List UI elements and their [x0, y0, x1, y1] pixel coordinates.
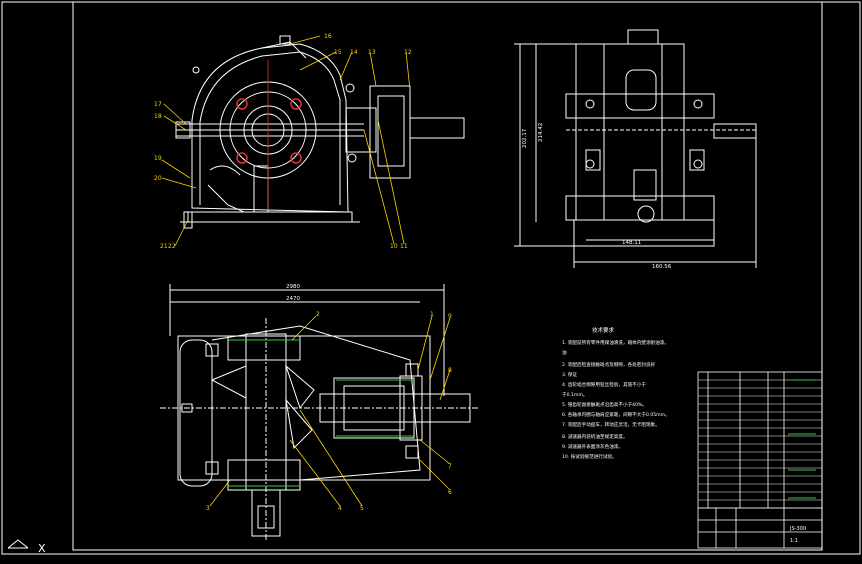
notes-line-3: 2. 装配后检查接触斑点及侧隙，各处密封良好	[562, 361, 656, 368]
front-view	[175, 35, 465, 229]
ucs-x-label: X	[38, 542, 46, 555]
technical-notes: 技术要求 1. 装配前所有零件用煤油清洗，箱体内壁涂耐油漆。 油 2. 装配后检…	[562, 326, 670, 460]
callout-16: 16	[324, 33, 332, 40]
callout-6: 6	[448, 489, 452, 496]
bom-marks	[788, 379, 816, 499]
notes-line-10: 8. 减速器内装机油至规定高度。	[562, 433, 628, 440]
notes-line-4: 3. 保证	[562, 371, 577, 378]
notes-line-7: 5. 锥齿轮副接触斑点沿齿高不小于40%。	[562, 401, 647, 408]
callout-17: 17	[154, 101, 162, 108]
drawing-frame	[1, 1, 861, 555]
notes-line-12: 10. 按试验规范进行试验。	[562, 453, 617, 460]
callout-22: 22	[168, 243, 176, 250]
callout-3: 3	[206, 505, 210, 512]
callout-12: 12	[404, 49, 412, 56]
callout-2: 2	[316, 311, 320, 318]
notes-title: 技术要求	[592, 326, 615, 334]
notes-line-5: 4. 齿轮啮合侧隙用铅丝检验，其值不小于	[562, 381, 646, 388]
bom-rows	[698, 379, 822, 509]
dim-plan-a: 2980	[286, 284, 300, 290]
dim-width-b: 160.56	[652, 264, 672, 270]
callout-13: 13	[368, 49, 376, 56]
notes-line-1: 1. 装配前所有零件用煤油清洗，箱体内壁涂耐油漆。	[562, 339, 669, 346]
notes-line-9: 7. 装配后手动盘车，转动应灵活，无卡阻现象。	[562, 421, 660, 428]
title-block-text: JS-300 1:1	[789, 526, 806, 544]
callout-labels: 16 15 14 13 12 17 18 19 20 21 22 10 11 2…	[154, 33, 452, 512]
title-block	[698, 507, 822, 548]
notes-line-6: 于0.1mm。	[562, 392, 587, 398]
notes-line-2: 油	[562, 349, 567, 356]
plan-view-hatch	[228, 339, 414, 487]
plan-view	[160, 284, 480, 540]
side-view	[514, 29, 757, 268]
dim-plan-b: 2470	[286, 296, 300, 302]
callout-14: 14	[350, 49, 358, 56]
callout-11: 11	[400, 243, 408, 250]
callout-10: 10	[390, 243, 398, 250]
callout-19: 19	[154, 155, 162, 162]
notes-line-8: 6. 各轴承内圈与轴肩应紧靠，间隙不大于0.05mm。	[562, 411, 670, 418]
front-view-leaders	[161, 35, 411, 247]
callout-21: 21	[160, 243, 168, 250]
drawing-number: JS-300	[789, 526, 806, 532]
callout-9: 9	[448, 313, 452, 320]
callout-8: 8	[448, 367, 452, 374]
dim-height-b: 214.42	[538, 123, 544, 142]
ucs-icon	[7, 539, 29, 549]
notes-line-11: 9. 减速器外表面涂灰色油漆。	[562, 443, 623, 450]
callout-18: 18	[154, 113, 162, 120]
callout-4: 4	[338, 505, 342, 512]
callout-15: 15	[334, 49, 342, 56]
callout-7: 7	[448, 463, 452, 470]
callout-20: 20	[154, 175, 162, 182]
dimension-labels: 202.17 214.42 148.11 160.56 2980 2470	[286, 123, 672, 302]
drawing-scale: 1:1	[790, 538, 798, 544]
plan-view-leaders	[209, 315, 451, 507]
callout-5: 5	[360, 505, 364, 512]
dim-width-a: 148.11	[622, 240, 641, 246]
dim-height-a: 202.17	[522, 128, 528, 148]
callout-1: 1	[430, 311, 434, 318]
